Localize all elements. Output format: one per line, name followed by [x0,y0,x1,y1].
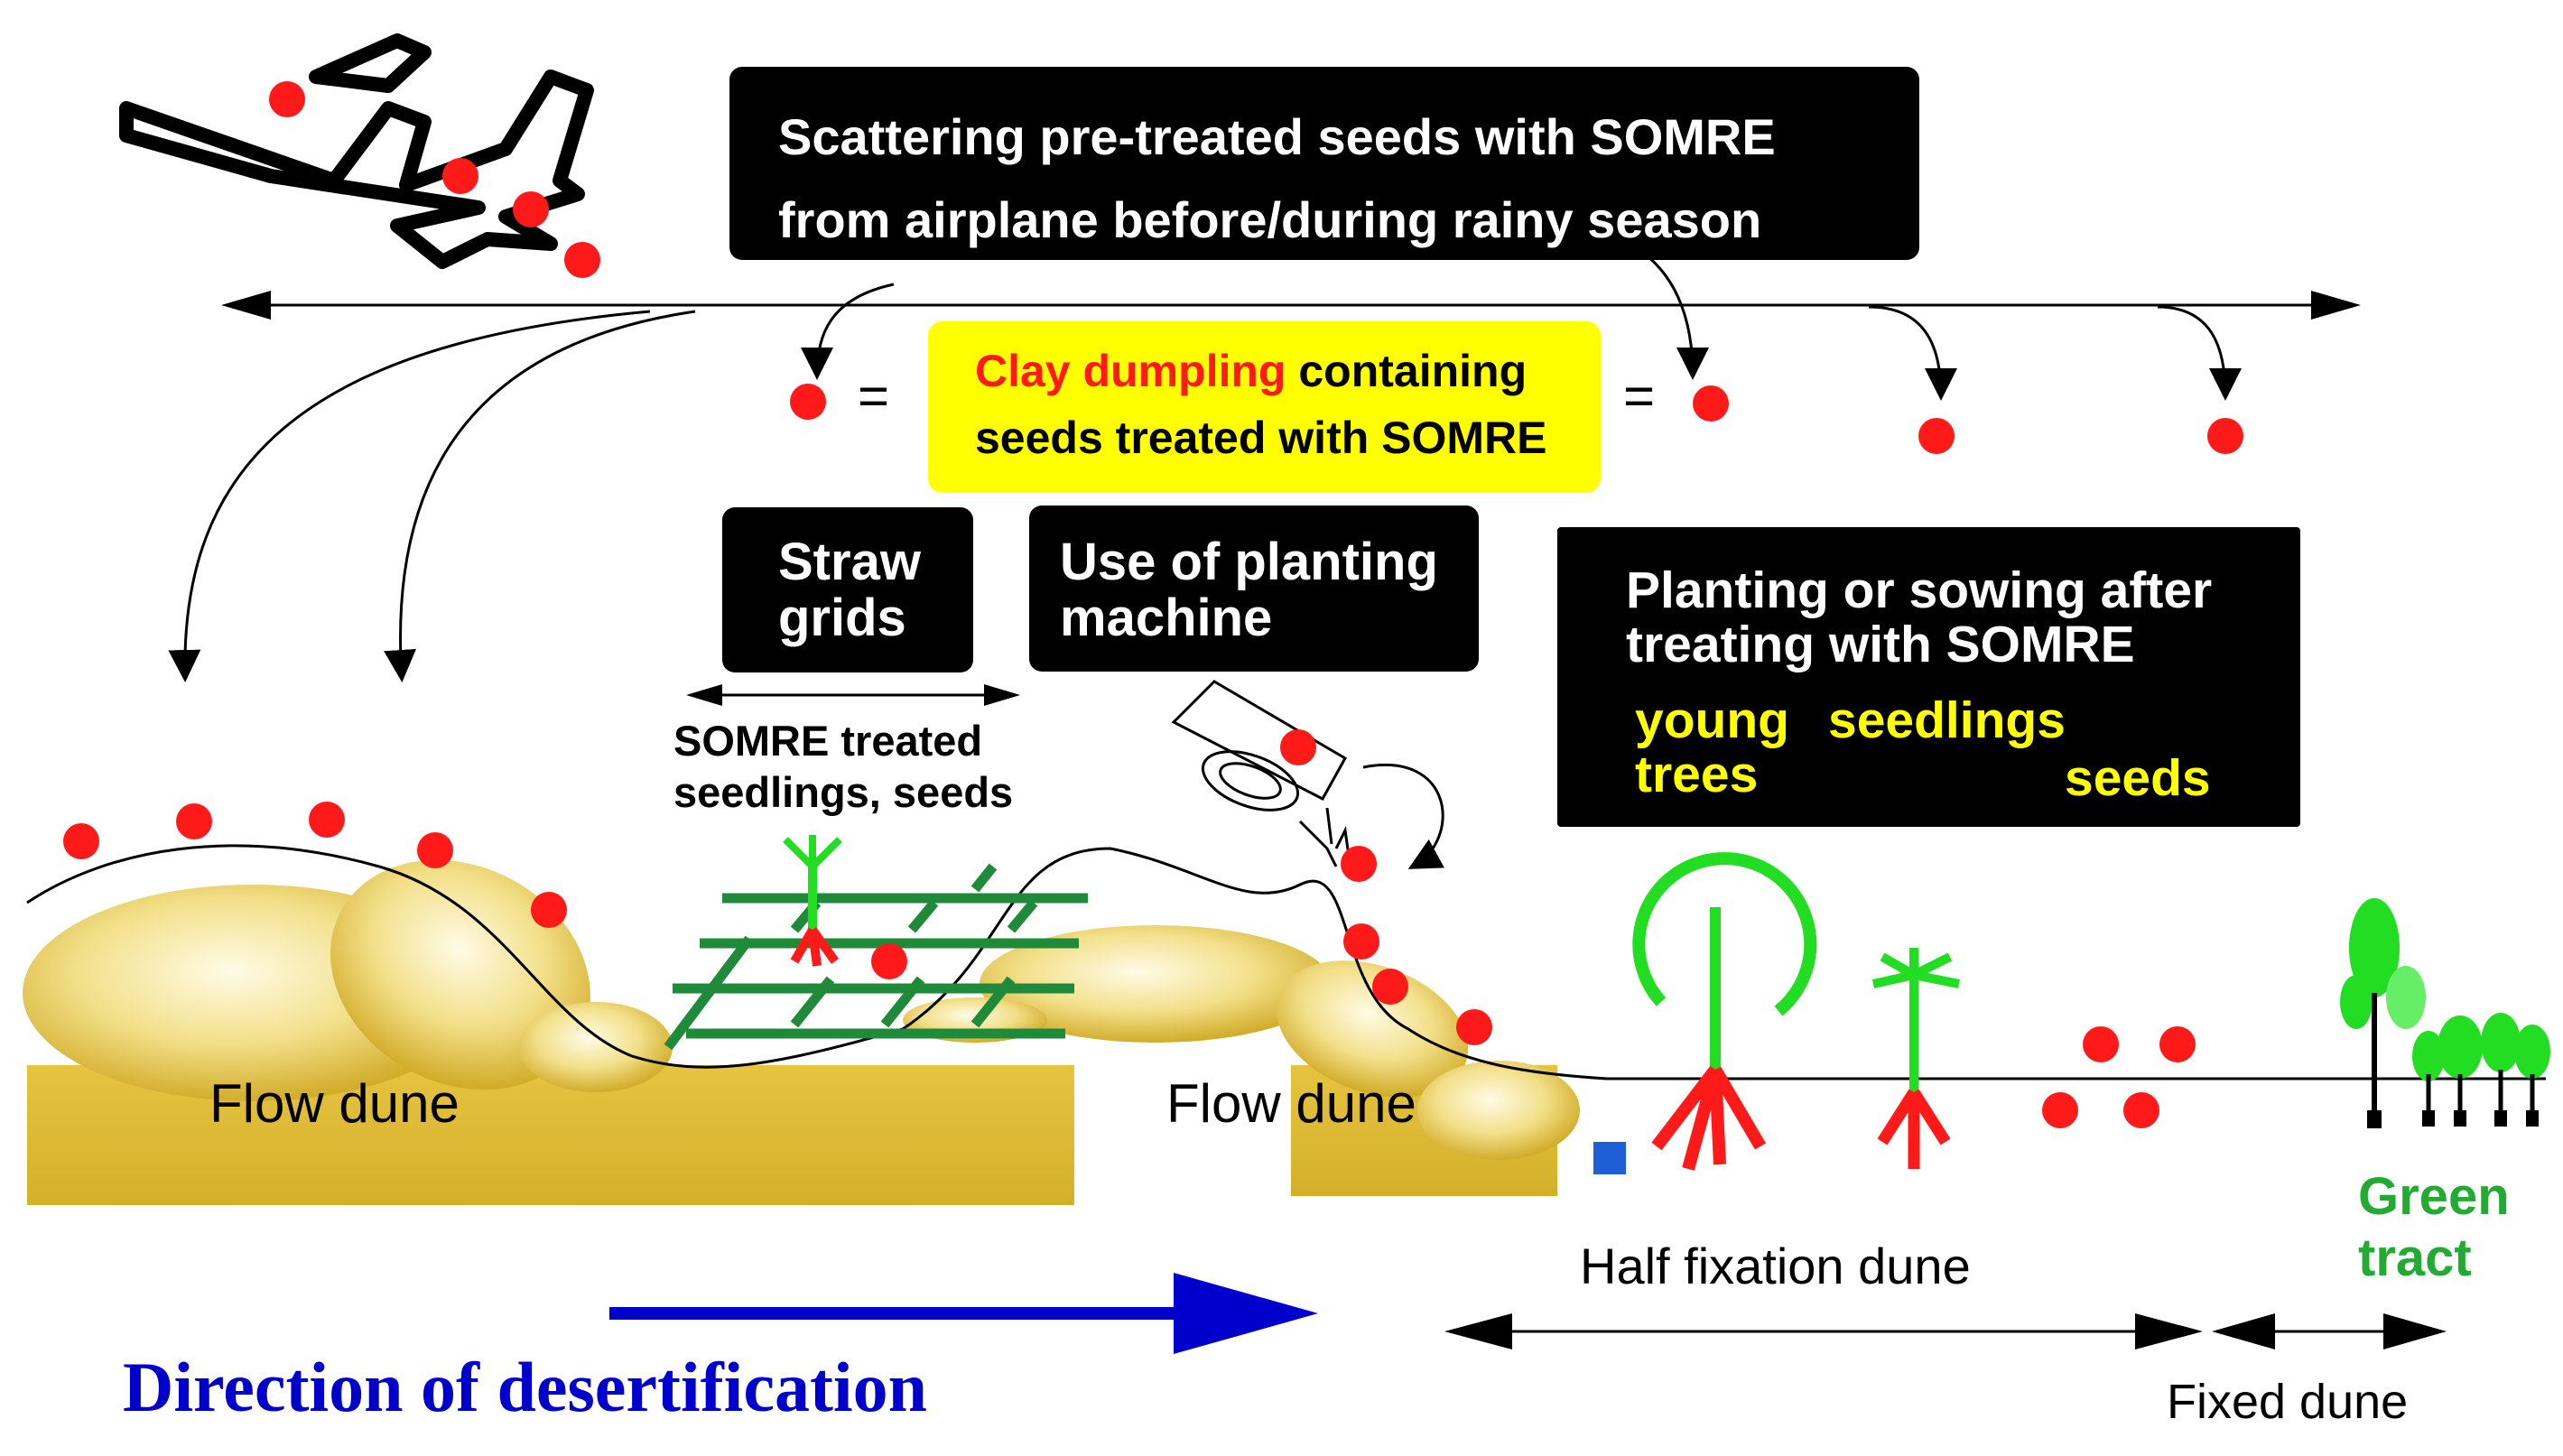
airplane-scatter-line2: from airplane before/during rainy season [778,191,1762,248]
equals-sign-right: = [1623,366,1656,426]
young-tree [1632,852,1817,1171]
top-axis-arrow [221,291,2361,320]
airplane-icon [119,33,594,269]
green-tract-trees [2340,898,2550,1128]
ground-profile-line [26,844,2546,1080]
flow-dune-left-label: Flow dune [209,1073,460,1134]
flow-dune-mid-label: Flow dune [1166,1073,1416,1134]
planting-trees: trees [1635,746,1759,803]
straw-grids-line1: Straw [778,533,921,591]
straw-grids-line2: grids [778,589,906,647]
planting-machine-box: Use of planting machine [1029,505,1479,672]
airplane-scatter-box: Scattering pre-treated seeds with SOMRE … [729,67,1919,260]
planting-sowing-box: Planting or sowing after treating with S… [1557,527,2300,827]
half-fixation-dune-label: Half fixation dune [1580,1238,1971,1294]
equals-sign-left: = [858,366,890,426]
clay-dumpling-line2: seeds treated with SOMRE [975,413,1547,463]
red-seeds [63,81,2243,1128]
desertification-direction-arrow [609,1273,1318,1354]
green-tract-label-line2: tract [2358,1229,2472,1287]
half-fixation-arrow [1444,1313,2203,1349]
direction-of-desertification-label: Direction of desertification [123,1348,927,1426]
dune-blobs [23,859,1580,1160]
straw-seedling [783,835,842,967]
clay-dumpling-box: Clay dumpling containing seeds treated w… [928,321,1601,493]
planting-seeds: seeds [2065,749,2211,807]
straw-grid-span-arrow [686,684,1020,706]
planting-sowing-line1: Planting or sowing after [1626,561,2213,619]
straw-grids-box: Straw grids [722,507,973,672]
somre-treated-label-line1: SOMRE treated [673,717,983,765]
planting-seedlings: seedlings [1828,691,2066,749]
clay-dumpling-rest: containing [1286,346,1528,396]
fixed-dune-arrow [2212,1313,2447,1349]
blue-marker [1593,1142,1626,1174]
somre-treated-label-line2: seedlings, seeds [673,768,1014,816]
drop-arrows [168,251,2242,682]
planting-machine-line2: machine [1060,589,1273,647]
planting-machine-icon [1171,680,1444,869]
planting-sowing-line2: treating with SOMRE [1626,616,2135,673]
clay-dumpling-highlight: Clay dumpling [975,346,1286,396]
seedling [1871,948,1960,1169]
fixed-dune-label: Fixed dune [2167,1375,2409,1429]
airplane-scatter-line1: Scattering pre-treated seeds with SOMRE [778,108,1776,165]
planting-young: young [1635,691,1789,749]
planting-machine-line1: Use of planting [1060,533,1438,591]
green-tract-label-line1: Green [2358,1167,2510,1226]
